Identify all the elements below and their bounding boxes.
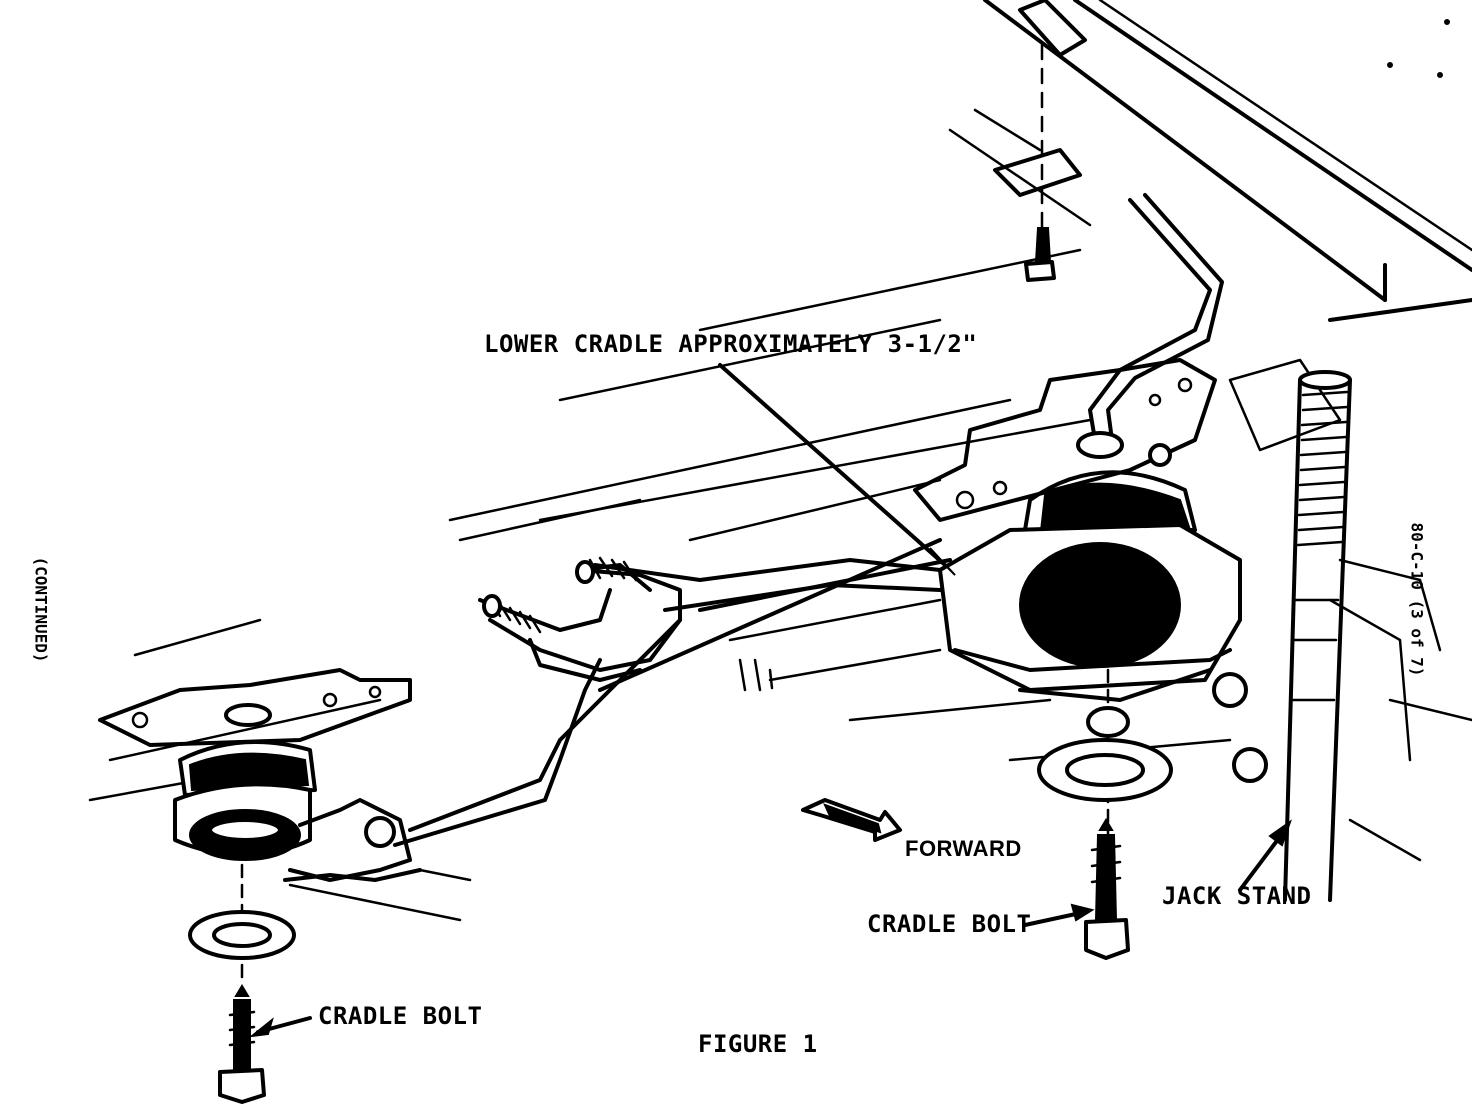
jack-stand-label: JACK STAND xyxy=(1162,882,1312,910)
forward-label: FORWARD xyxy=(905,836,1022,861)
lower-cradle-label: LOWER CRADLE APPROXIMATELY 3-1/2" xyxy=(484,330,978,358)
right-bracket-plate xyxy=(913,358,1217,522)
right-cradle-bolt-assembly xyxy=(1037,668,1173,960)
upper-body-rail xyxy=(948,0,1472,322)
cradle-bolt-label-right: CRADLE BOLT xyxy=(867,910,1032,938)
continued-label: (CONTINUED) xyxy=(31,556,51,663)
figure-caption: FIGURE 1 xyxy=(698,1030,818,1058)
sway-bar xyxy=(393,556,942,847)
left-bracket-plate xyxy=(98,668,412,747)
forward-arrow-icon xyxy=(801,798,902,842)
leader-lines xyxy=(248,363,1292,1038)
brake-line xyxy=(1088,193,1224,442)
left-cradle-bolt-assembly xyxy=(188,843,296,1104)
left-cradle-mount xyxy=(173,740,422,882)
scan-specks xyxy=(1387,19,1450,78)
jack-stand xyxy=(1283,370,1352,902)
upper-bolt xyxy=(1024,227,1056,282)
figure-code-label: 80-C-10 (3 of 7) xyxy=(1407,522,1427,677)
cradle-bolt-label-left: CRADLE BOLT xyxy=(318,1002,483,1030)
right-cradle-mount xyxy=(938,431,1268,783)
